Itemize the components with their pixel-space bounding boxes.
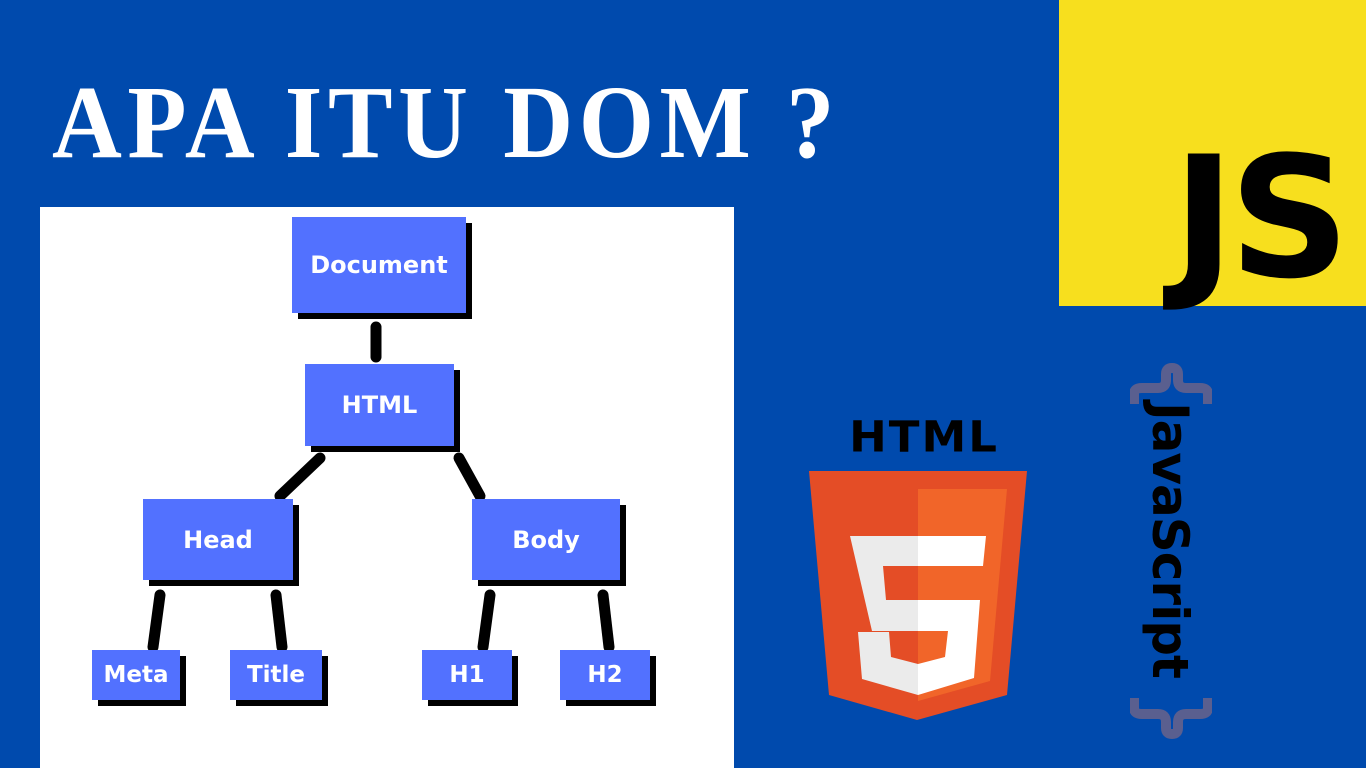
node-html: HTML [305,364,454,446]
dom-tree-diagram: Document HTML Head Body Meta Title H1 H2 [40,207,734,768]
tree-connectors [147,321,615,653]
node-body: Body [472,499,620,580]
html5-logo: HTML [809,405,1029,720]
edge-body-h1 [477,589,496,653]
html5-shield-icon [809,471,1027,720]
js-logo: JS [1059,0,1366,306]
javascript-vertical-label: JavaScript [1141,402,1199,678]
edge-html-head [274,452,326,502]
page-title: APA ITU DOM ? [52,65,841,180]
edge-head-title [270,589,288,653]
js-logo-text: JS [1172,120,1349,316]
node-meta: Meta [92,650,180,700]
close-brace-icon [1130,698,1212,740]
node-title: Title [230,650,322,700]
edge-body-h2 [597,589,615,653]
node-document: Document [292,217,466,313]
edge-html-body [453,452,486,502]
node-head: Head [143,499,293,580]
html5-logo-label: HTML [849,411,999,462]
node-h2: H2 [560,650,650,700]
node-h1: H1 [422,650,512,700]
edge-head-meta [147,589,166,653]
open-brace-icon [1130,362,1212,404]
